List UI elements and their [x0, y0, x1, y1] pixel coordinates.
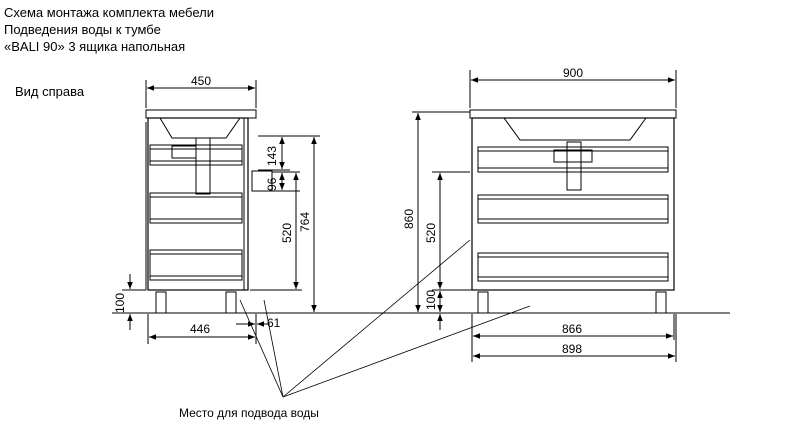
dim-side-520	[250, 173, 302, 291]
dim-front-866-label: 866	[562, 322, 582, 336]
dim-side-446-label: 446	[190, 322, 210, 336]
dim-front-520	[432, 171, 472, 291]
water-leader-lines	[239, 239, 531, 398]
dim-front-900-label: 900	[563, 66, 583, 80]
dim-side-450	[145, 80, 257, 108]
front-view-cabinet	[469, 109, 677, 314]
dim-side-446	[147, 314, 257, 344]
water-supply-label: Место для подвода воды	[179, 406, 319, 420]
dim-front-860	[412, 111, 470, 312]
dim-front-900	[469, 70, 677, 108]
dim-front-860-label: 860	[402, 209, 416, 229]
dim-front-866	[471, 314, 677, 362]
dim-side-96	[251, 170, 300, 192]
diagram-title: Схема монтажа комплекта мебели Подведени…	[4, 4, 214, 55]
dim-side-61-label: 61	[267, 316, 281, 330]
dim-side-450-label: 450	[191, 74, 211, 88]
dim-front-898-label: 898	[562, 342, 582, 356]
dim-front-100-label: 100	[424, 290, 438, 310]
side-view-label: Вид справа	[15, 84, 85, 99]
title-line-3: «BALI 90» 3 ящика напольная	[4, 39, 186, 54]
dim-side-520-label: 520	[280, 223, 294, 243]
dim-side-100	[122, 274, 146, 330]
dim-side-764-label: 764	[298, 212, 312, 232]
dim-side-143-label: 143	[265, 146, 279, 166]
dim-front-520-label: 520	[424, 223, 438, 243]
side-view-cabinet	[145, 109, 257, 314]
title-line-1: Схема монтажа комплекта мебели	[4, 5, 214, 20]
title-line-2: Подведения воды к тумбе	[4, 22, 161, 37]
dim-side-100-label: 100	[113, 293, 127, 313]
dim-side-764	[258, 135, 320, 312]
dim-side-96-label: 96	[265, 177, 279, 191]
